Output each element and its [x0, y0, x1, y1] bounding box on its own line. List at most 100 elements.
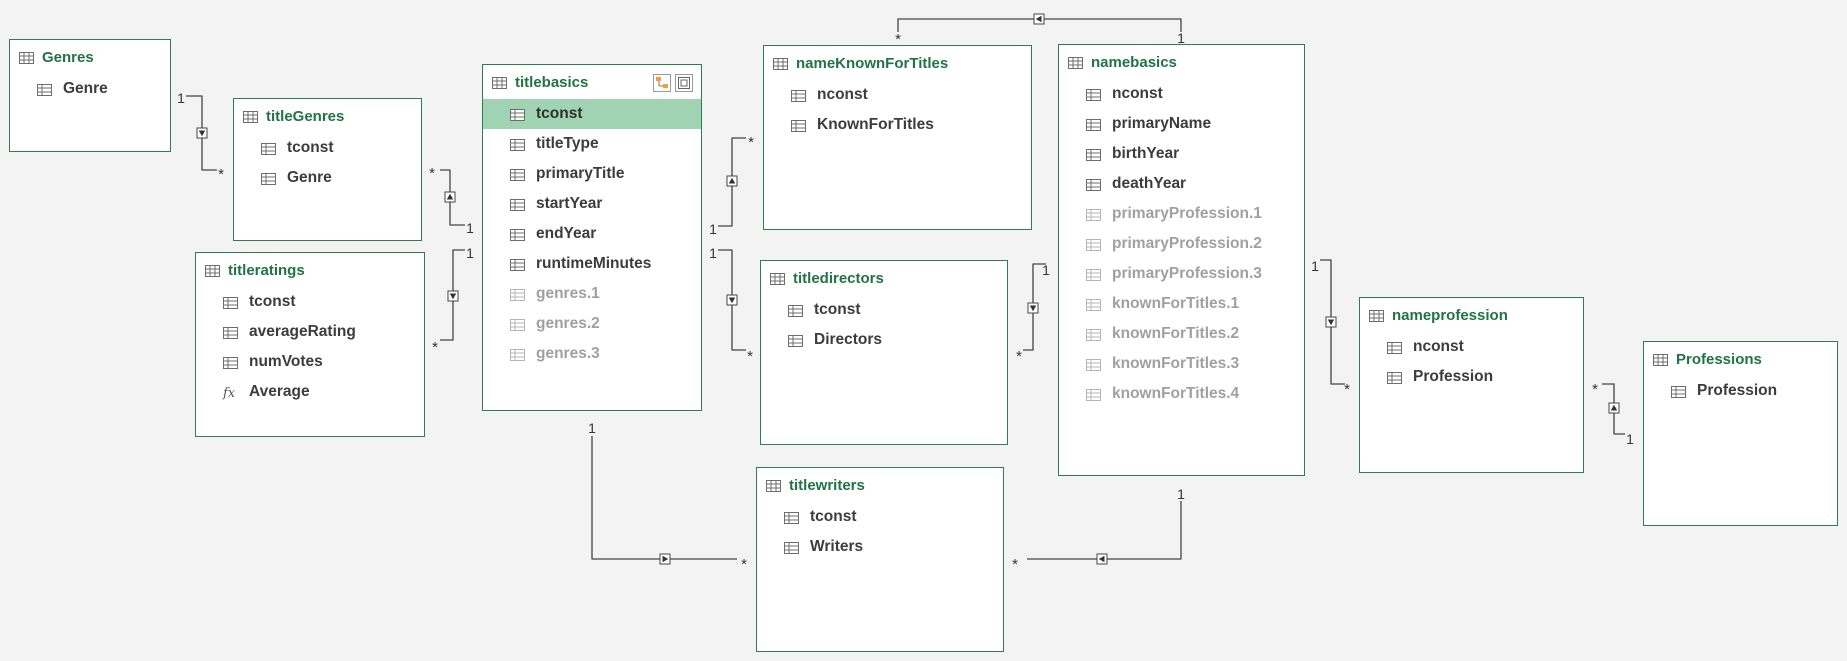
table-icon: [773, 57, 788, 70]
relationship-namebasics-nameprofession[interactable]: 1*: [1311, 258, 1350, 398]
table-column-icon: [1086, 268, 1101, 281]
relationship-titlebasics-titlewriters[interactable]: 1*: [588, 420, 747, 573]
table-column-row[interactable]: tconst: [757, 502, 1003, 532]
relationship-namebasics-titlewriters[interactable]: 1*: [1012, 486, 1185, 573]
table-column-row[interactable]: tconst: [196, 287, 424, 317]
table-column-row[interactable]: Writers: [757, 532, 1003, 562]
table-column-row[interactable]: knownForTitles.3: [1059, 349, 1304, 379]
table-column-row[interactable]: numVotes: [196, 347, 424, 377]
relationship-line[interactable]: [591, 436, 737, 560]
table-column-row[interactable]: tconst: [761, 295, 1007, 325]
column-name: Writers: [810, 538, 864, 555]
relationship-namebasics-titledirectors[interactable]: 1*: [1016, 262, 1050, 365]
highlight-related-icon[interactable]: [653, 74, 671, 92]
filter-direction-arrow-icon: [198, 130, 206, 137]
relationship-namebasics-nameknownfortitles[interactable]: 1*: [895, 13, 1185, 48]
table-column-row[interactable]: primaryProfession.1: [1059, 199, 1304, 229]
column-name: nconst: [1413, 338, 1464, 355]
table-column-row[interactable]: Profession: [1360, 362, 1583, 392]
table-column-icon: [510, 348, 525, 361]
column-name: nconst: [1112, 85, 1163, 102]
table-column-row[interactable]: tconst: [483, 99, 701, 129]
table-header[interactable]: Genres: [10, 40, 170, 74]
table-column-row[interactable]: knownForTitles.4: [1059, 379, 1304, 409]
relationship-titlebasics-titledirectors[interactable]: 1*: [709, 245, 753, 365]
table-column-row[interactable]: knownForTitles.1: [1059, 289, 1304, 319]
relationship-titlebasics-nameknownfortitles[interactable]: 1*: [709, 134, 754, 237]
table-header[interactable]: titlebasics: [483, 65, 701, 99]
maximize-table-icon[interactable]: [675, 74, 693, 92]
column-name: KnownForTitles: [817, 116, 934, 133]
table-column-row[interactable]: primaryName: [1059, 109, 1304, 139]
table-column-row[interactable]: genres.1: [483, 279, 701, 309]
table-column-icon: [510, 108, 525, 121]
column-name: Profession: [1413, 368, 1494, 385]
table-column-row[interactable]: primaryProfession.3: [1059, 259, 1304, 289]
table-header[interactable]: titleGenres: [234, 99, 421, 133]
table-column-row[interactable]: genres.2: [483, 309, 701, 339]
table-column-icon: [510, 318, 525, 331]
table-header[interactable]: nameprofession: [1360, 298, 1583, 332]
table-header[interactable]: titleratings: [196, 253, 424, 287]
table-column-row[interactable]: nconst: [1360, 332, 1583, 362]
column-name: primaryTitle: [536, 165, 625, 182]
table-header[interactable]: nameKnownForTitles: [764, 46, 1031, 80]
table-column-row[interactable]: nconst: [764, 80, 1031, 110]
table-column-icon: [784, 541, 799, 554]
table-title: titlewriters: [789, 476, 865, 494]
table-column-row[interactable]: titleType: [483, 129, 701, 159]
table-column-row[interactable]: primaryProfession.2: [1059, 229, 1304, 259]
table-column-row[interactable]: Profession: [1644, 376, 1837, 406]
filter-direction-arrow-icon: [662, 555, 669, 563]
filter-direction-arrow-icon: [446, 193, 454, 200]
table-column-row[interactable]: runtimeMinutes: [483, 249, 701, 279]
column-name: nconst: [817, 86, 868, 103]
table-column-row[interactable]: Genre: [10, 74, 170, 104]
table-column-row[interactable]: Genre: [234, 163, 421, 193]
table-header[interactable]: titledirectors: [761, 261, 1007, 295]
relationship-professions-nameprofession[interactable]: 1*: [1592, 381, 1634, 447]
column-name: primaryProfession.3: [1112, 265, 1262, 282]
table-column-row[interactable]: birthYear: [1059, 139, 1304, 169]
table-column-row[interactable]: tconst: [234, 133, 421, 163]
relationship-titlebasics-titleratings[interactable]: 1*: [432, 245, 474, 356]
table-column-row[interactable]: averageRating: [196, 317, 424, 347]
table-column-row[interactable]: KnownForTitles: [764, 110, 1031, 140]
table-column-row[interactable]: nconst: [1059, 79, 1304, 109]
table-column-row[interactable]: genres.3: [483, 339, 701, 369]
filter-direction-arrow-icon: [1035, 15, 1042, 23]
table-column-icon: [37, 83, 52, 96]
table-column-row[interactable]: startYear: [483, 189, 701, 219]
table-column-icon: [510, 198, 525, 211]
table-icon: [1653, 353, 1668, 366]
relationship-titlebasics-titlegenres[interactable]: 1*: [429, 165, 474, 236]
column-name: knownForTitles.4: [1112, 385, 1240, 402]
table-column-icon: [1086, 178, 1101, 191]
relationship-genres-titlegenres[interactable]: 1*: [177, 90, 224, 183]
cardinality-one-label: 1: [1626, 431, 1634, 447]
table-header[interactable]: namebasics: [1059, 45, 1304, 79]
table-header[interactable]: Professions: [1644, 342, 1837, 376]
table-column-row[interactable]: knownForTitles.2: [1059, 319, 1304, 349]
table-column-row[interactable]: Directors: [761, 325, 1007, 355]
table-icon: [492, 76, 507, 89]
fx-measure-icon: fx: [223, 386, 236, 401]
table-column-row[interactable]: deathYear: [1059, 169, 1304, 199]
table-column-row[interactable]: endYear: [483, 219, 701, 249]
relationship-line[interactable]: [1027, 501, 1182, 560]
table-column-row[interactable]: primaryTitle: [483, 159, 701, 189]
table-header[interactable]: titlewriters: [757, 468, 1003, 502]
table-title: titledirectors: [793, 269, 884, 287]
